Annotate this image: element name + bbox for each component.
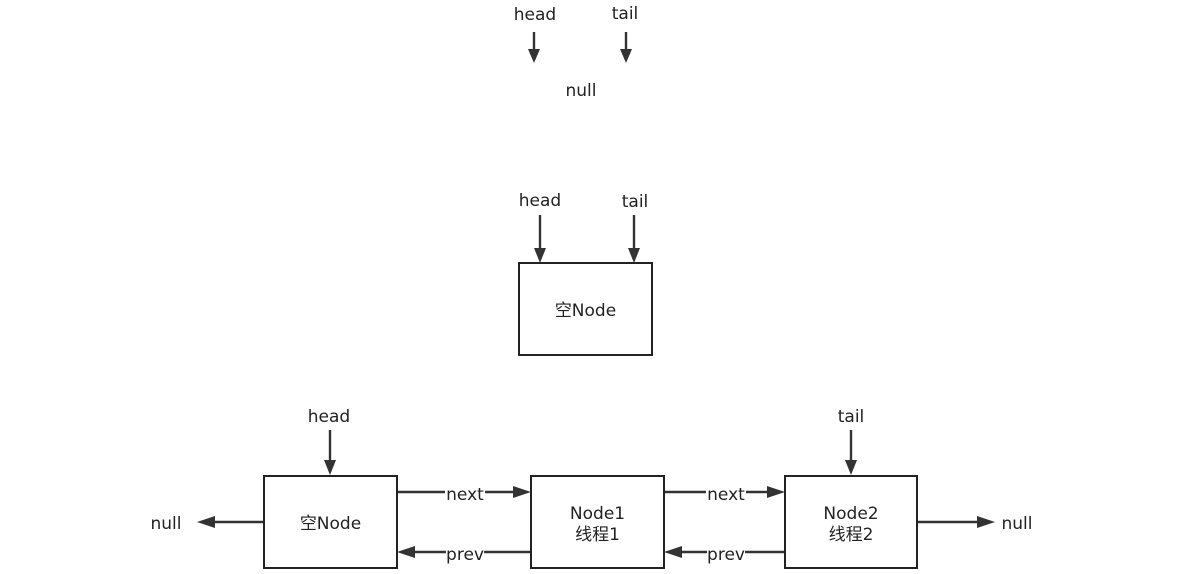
- stage2-tail-arrow: [628, 215, 640, 263]
- prev-label-0: prev: [446, 545, 484, 565]
- node-2-name: Node2: [823, 504, 878, 524]
- stage3-populated-queue: head tail null null next: [151, 407, 1033, 569]
- left-null-arrow: [197, 516, 264, 528]
- stage3-tail-arrow: [845, 430, 857, 475]
- stage3-head-arrow: [324, 430, 336, 475]
- next-label-1: next: [707, 485, 745, 505]
- stage2-empty-node-label: 空Node: [555, 301, 616, 321]
- stage2-initialized-queue: head tail 空Node: [518, 191, 653, 356]
- node-2-box: [784, 475, 918, 569]
- stage2-head-arrow: [534, 215, 546, 263]
- stage3-head-label: head: [308, 407, 350, 427]
- stage1-tail-label: tail: [612, 4, 639, 24]
- node-empty: 空Node: [263, 475, 398, 569]
- stage3-tail-label: tail: [838, 407, 865, 427]
- stage1-head-label: head: [514, 5, 556, 25]
- node-empty-label: 空Node: [300, 514, 361, 534]
- stage1-null-label: null: [566, 81, 597, 101]
- stage3-left-null-label: null: [151, 514, 182, 534]
- right-null-arrow: [917, 516, 995, 528]
- stage1-tail-arrow: [620, 32, 632, 63]
- node-1: Node1 线程1: [530, 475, 665, 569]
- node-2: Node2 线程2: [784, 475, 918, 569]
- stage3-right-null-label: null: [1002, 514, 1033, 534]
- stage2-tail-label: tail: [622, 192, 649, 212]
- prev-label-1: prev: [707, 545, 745, 565]
- stage2-head-label: head: [519, 191, 561, 211]
- stage1-empty-queue: head tail null: [514, 4, 638, 101]
- node-1-thread: 线程1: [575, 525, 620, 545]
- node-1-box: [530, 475, 665, 569]
- node-2-thread: 线程2: [829, 525, 874, 545]
- next-label-0: next: [446, 485, 484, 505]
- stage2-empty-node-box: [518, 262, 653, 356]
- node-1-name: Node1: [570, 504, 625, 524]
- node-empty-box: [263, 475, 398, 569]
- stage1-head-arrow: [528, 32, 540, 63]
